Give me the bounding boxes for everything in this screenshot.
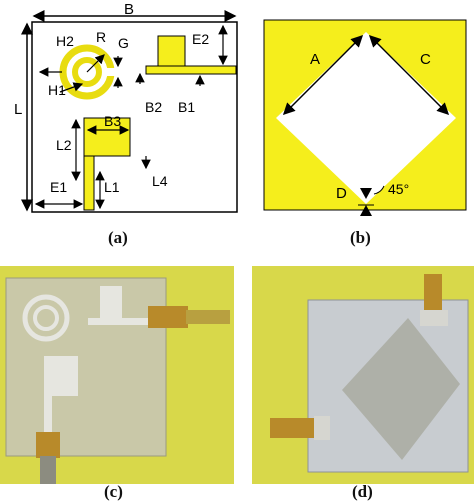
photo-d-aperture — [342, 318, 460, 460]
caption-c: (c) — [104, 482, 123, 501]
bottom-feed-line — [83, 155, 95, 211]
photo-d-connector-top — [424, 274, 442, 316]
label-angle: 45° — [388, 181, 409, 197]
label-l2: L2 — [56, 137, 72, 153]
feed-gap-top-triangle — [360, 188, 372, 199]
label-b2: B2 — [145, 99, 162, 115]
label-l: L — [14, 101, 22, 118]
label-b1: B1 — [178, 99, 195, 115]
photo-c-inner-ring — [33, 305, 59, 331]
label-l1: L1 — [104, 179, 120, 195]
photo-c-connector-right — [148, 306, 188, 328]
label-e2: E2 — [192, 31, 209, 47]
bottom-patch-upper — [83, 117, 131, 157]
photo-c-board — [5, 277, 167, 457]
feed-gap-bottom-triangle — [360, 205, 372, 216]
panel-b-ground-plane-diagram: A C D 45° — [263, 19, 467, 216]
panel-d-photo-bottom — [252, 266, 474, 484]
substrate-outline — [31, 21, 238, 213]
panel-a-layout-diagram: B L H2 R G H1 E2 B2 B1 B3 L2 L4 L1 E1 — [14, 1, 238, 213]
caption-b: (b) — [350, 228, 371, 247]
label-d: D — [336, 185, 347, 202]
label-b: B — [124, 1, 134, 18]
ring-gap — [104, 68, 116, 76]
label-e1: E1 — [50, 179, 67, 195]
label-h1: H1 — [48, 82, 66, 98]
label-g: G — [118, 35, 129, 51]
panel-c-photo-top — [0, 266, 234, 484]
photo-c-connector-bottom — [36, 432, 60, 458]
inner-ring — [72, 57, 102, 87]
label-l4: L4 — [152, 173, 168, 189]
label-a: A — [310, 51, 320, 68]
label-c: C — [420, 51, 431, 68]
label-h2: H2 — [56, 33, 74, 49]
caption-d: (d) — [352, 482, 373, 501]
top-patch-stub — [157, 35, 186, 67]
photo-c-outer-ring — [22, 294, 70, 342]
label-b3: B3 — [104, 113, 121, 129]
top-feed-line — [145, 65, 237, 75]
caption-a: (a) — [108, 228, 128, 247]
photo-d-connector-left — [270, 418, 324, 438]
label-r: R — [96, 29, 106, 45]
